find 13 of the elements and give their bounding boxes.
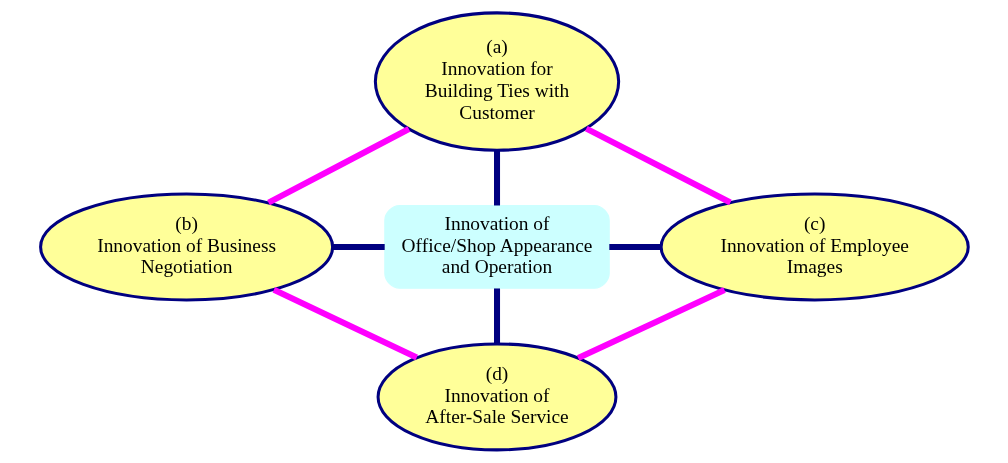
node-ellipse: (b) Innovation of Business Negotiation	[38, 192, 334, 302]
node-ellipse: (a) Innovation for Building Ties with Customer	[373, 11, 620, 152]
node-ellipse: (d) Innovation of After-Sale Service	[376, 342, 617, 452]
connector	[493, 288, 500, 344]
connector	[584, 125, 732, 206]
node-box: Innovation of Office/Shop Appearance and Operation	[383, 205, 610, 289]
connector	[608, 243, 661, 250]
connector	[493, 150, 500, 206]
connector	[576, 287, 726, 361]
connector	[332, 243, 385, 250]
connector	[266, 126, 410, 206]
connector	[272, 286, 418, 361]
node-ellipse: (c) Innovation of Employee Images	[659, 192, 970, 302]
